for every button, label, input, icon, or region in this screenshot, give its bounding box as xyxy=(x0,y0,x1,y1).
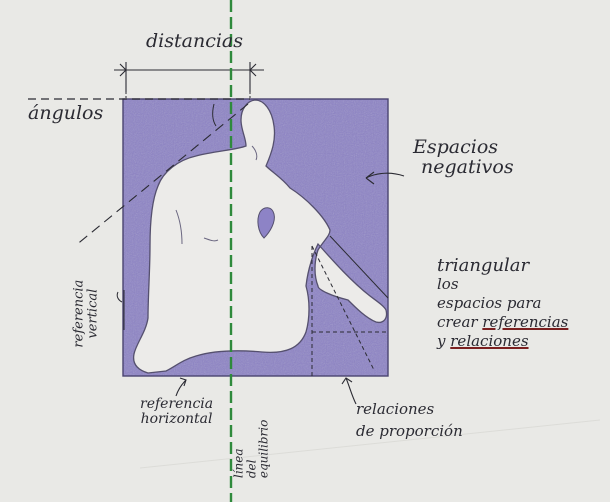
label-referencia-vertical-line2: vertical xyxy=(86,280,100,348)
label-referencia-horizontal: referencia horizontal xyxy=(140,397,213,426)
label-triangular-line2: los xyxy=(437,275,568,294)
label-triangular-line4-prefix: crear xyxy=(437,313,478,331)
label-referencia-horizontal-line1: referencia xyxy=(140,397,213,412)
label-linea-equilibrio-line3: equilibrio xyxy=(258,420,271,479)
label-referencia-vertical-line1: referencia xyxy=(72,280,86,348)
label-relaciones-proporcion: relaciones de proporción xyxy=(356,398,463,442)
label-linea-equilibrio: línea del equilibrio xyxy=(232,420,270,479)
label-distancias: distancias xyxy=(146,32,243,52)
label-angulos: ángulos xyxy=(28,104,103,124)
label-linea-equilibrio-line1: línea xyxy=(232,420,245,479)
label-espacios: Espacios negativos xyxy=(413,138,514,178)
label-relaciones-line2: de proporción xyxy=(356,420,463,442)
label-referencias: referencias xyxy=(482,313,568,331)
label-relaciones-underlined: relaciones xyxy=(450,332,528,350)
label-triangular-line3: espacios para xyxy=(437,294,568,313)
label-referencia-horizontal-line2: horizontal xyxy=(140,412,213,427)
label-triangular-line5-prefix: y xyxy=(437,332,445,350)
label-espacios-line2: negativos xyxy=(413,158,514,178)
label-relaciones-line1: relaciones xyxy=(356,398,463,420)
label-espacios-line1: Espacios xyxy=(413,138,514,158)
label-triangular: triangular los espacios para crear refer… xyxy=(437,256,568,351)
label-triangular-line1: triangular xyxy=(437,256,568,275)
label-referencia-vertical: referencia vertical xyxy=(72,280,99,348)
